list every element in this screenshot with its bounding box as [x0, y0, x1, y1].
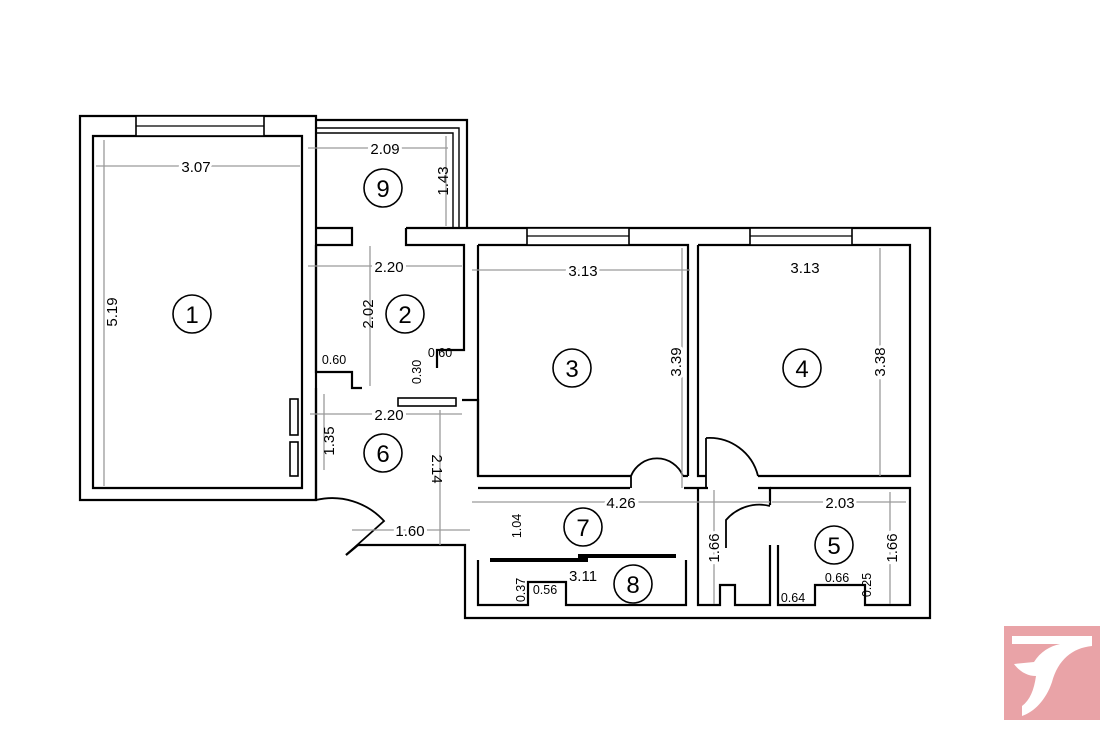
r2-height-label: 2.02 [360, 299, 377, 328]
doors [315, 437, 771, 556]
room-8-number: 8 [626, 572, 639, 599]
r1-height-label: 5.19 [104, 297, 121, 326]
room-7-marker: 7 [563, 507, 603, 547]
room-7-number: 7 [576, 515, 589, 542]
r8-width-label: 3.11 [569, 568, 597, 585]
r6-width-label: 2.20 [374, 407, 403, 424]
r3-width-label: 3.13 [568, 263, 597, 280]
r5-b-label: 0.25 [860, 573, 874, 597]
room-2-number: 2 [398, 302, 411, 329]
r2-width-label: 2.20 [374, 259, 403, 276]
r5-c-label: 0.64 [781, 591, 805, 605]
r2-step-label: 0.30 [410, 360, 424, 384]
room-1-number: 1 [185, 302, 198, 329]
r6-depth-label: 2.14 [428, 454, 445, 483]
r5-a-label: 0.66 [825, 571, 849, 585]
r2-niche-right-label: 0.60 [428, 346, 452, 360]
room-6-marker: 6 [363, 433, 403, 473]
r9-width-label: 2.09 [370, 141, 399, 158]
room-5-marker: 5 [814, 525, 854, 565]
r4-width-label: 3.13 [790, 260, 819, 277]
room-9-number: 9 [376, 176, 389, 203]
r6-height-label: 1.35 [321, 426, 338, 455]
room-1-marker: 1 [172, 294, 212, 334]
entry-width-label: 1.60 [395, 523, 424, 540]
room-4-number: 4 [795, 356, 808, 383]
room-3-marker: 3 [552, 348, 592, 388]
room-8-marker: 8 [613, 564, 653, 604]
windows [135, 115, 853, 477]
r5-height-label: 1.66 [884, 533, 901, 562]
room-2-marker: 2 [385, 294, 425, 334]
r4-height-label: 3.38 [872, 347, 889, 376]
room-5-number: 5 [827, 533, 840, 560]
r5-width-label: 2.03 [825, 495, 854, 512]
r7-height-label: 1.04 [510, 514, 524, 538]
r8-a-label: 0.37 [514, 578, 528, 602]
room-6-number: 6 [376, 441, 389, 468]
closet-sliding-doors [490, 554, 676, 562]
r9-height-label: 1.43 [435, 166, 452, 195]
r7-right-label: 1.66 [706, 533, 723, 562]
r2-niche-left-label: 0.60 [322, 353, 346, 367]
room-markers: 1 2 3 4 5 6 7 8 [172, 168, 854, 604]
dimension-lines [96, 136, 906, 604]
room-3-number: 3 [565, 356, 578, 383]
r7-width-label: 4.26 [606, 495, 635, 512]
room-9-marker: 9 [363, 168, 403, 208]
r3-height-label: 3.39 [668, 347, 685, 376]
r8-b-label: 0.56 [533, 583, 557, 597]
bird-logo-icon [1004, 626, 1100, 720]
dimension-labels: 3.07 5.19 2.09 1.43 2.20 2.02 0.60 0.60 … [104, 138, 904, 605]
room-4-marker: 4 [782, 348, 822, 388]
r1-width-label: 3.07 [181, 159, 210, 176]
